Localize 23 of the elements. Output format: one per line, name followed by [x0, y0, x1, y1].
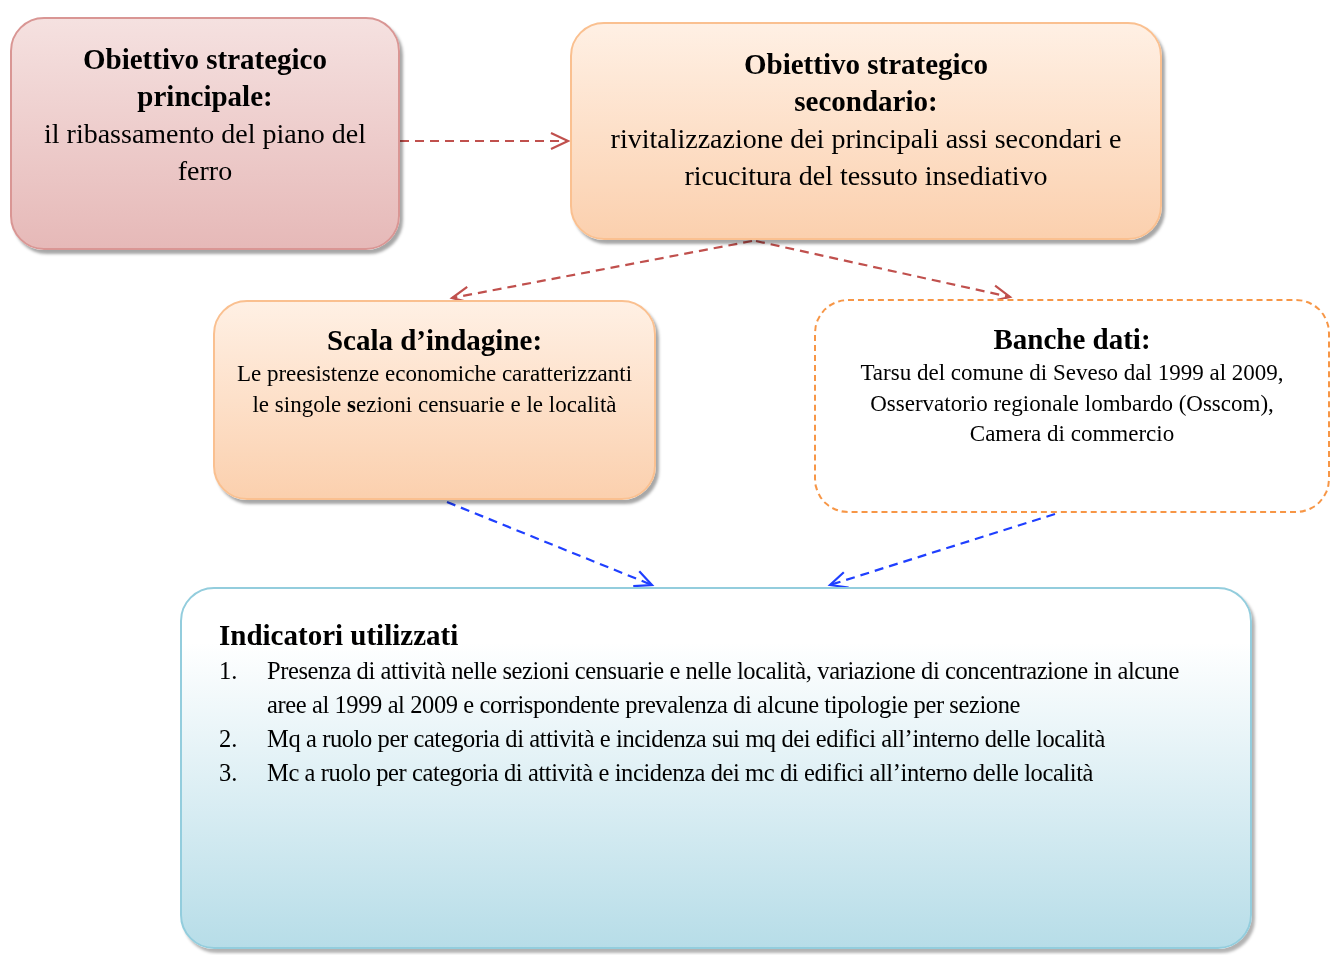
dashed-arrow: [828, 512, 1056, 589]
list-item: Mq a ruolo per categoria di attività e incidenza sui mq dei edifici all’interno delle località: [267, 724, 1105, 754]
box-text: Le preesistenze economiche caratterizzanti le singole sezioni censuarie e le località: [235, 360, 634, 419]
box-heading: Indicatori utilizzati: [219, 618, 460, 653]
indicators-box: [180, 587, 1252, 949]
box-heading: Scala d’indagine:: [325, 323, 544, 358]
list-number: 2.: [219, 724, 239, 754]
box-text: rivitalizzazione dei principali assi secondari e ricucitura del tessuto insediativo: [609, 122, 1123, 194]
list-item: Mc a ruolo per categoria di attività e incidenza dei mc di edifici all’interno delle località: [267, 758, 1094, 788]
box-text: il ribassamento del piano del ferro: [43, 117, 367, 189]
objective-box: [570, 22, 1162, 240]
list-number: 1.: [219, 656, 239, 686]
box-heading: Banche dati:: [992, 322, 1152, 357]
objective-box: [10, 17, 400, 250]
dashed-arrow: [400, 131, 570, 151]
list-number: 3.: [219, 758, 239, 788]
box-text: Tarsu del comune di Seveso dal 1999 al 2009, Osservatorio regionale lombardo (Osscom), Camera di commercio: [859, 359, 1285, 449]
box-heading: Obiettivo strategico secondario:: [743, 47, 989, 119]
data-sources-box: [814, 299, 1330, 513]
survey-scale-box: [213, 300, 656, 500]
box-heading: Obiettivo strategico principale:: [82, 42, 328, 114]
list-item: Presenza di attività nelle sezioni censuarie e nelle località, variazione di concentrazione in alcune aree al 1999 al 2009 e corrispondente prevalenza di alcune tipologie per sezione: [267, 656, 1180, 720]
dashed-arrow: [446, 501, 654, 588]
